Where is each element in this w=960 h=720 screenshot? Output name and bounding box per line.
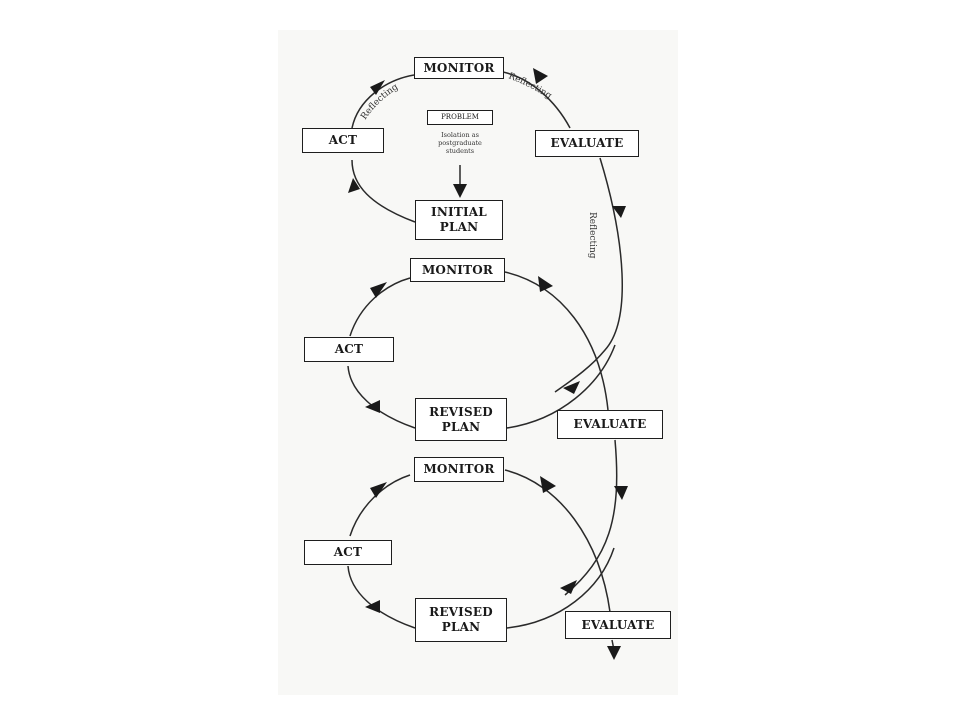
- arc-plan3-return: [506, 547, 615, 629]
- evaluate-box-2: EVALUATE: [557, 410, 663, 439]
- evaluate-box-1: EVALUATE: [535, 130, 639, 157]
- arrowhead: [533, 68, 548, 84]
- arrowhead: [365, 600, 380, 613]
- arrowhead: [607, 646, 621, 660]
- arrowhead: [370, 482, 387, 498]
- plan-line: INITIAL: [431, 205, 487, 219]
- arc-evaluate1-to-plan2: [554, 157, 623, 393]
- act-box-3: ACT: [304, 540, 392, 565]
- plan-line: REVISED: [429, 404, 493, 419]
- revised-plan-box-2: REVISED PLAN: [415, 398, 507, 441]
- plan-line: PLAN: [441, 620, 481, 634]
- plan-line: PLAN: [441, 419, 481, 434]
- arc-evaluate2-to-plan3: [564, 439, 618, 596]
- reflecting-label-between: Reflecting: [587, 212, 597, 259]
- arrowhead: [614, 486, 628, 500]
- arc-act2-to-monitor2: [349, 277, 411, 337]
- arrowhead: [538, 276, 553, 292]
- arrowhead: [370, 282, 387, 298]
- arrowhead: [540, 476, 556, 493]
- arrowhead: [348, 178, 360, 193]
- arc-monitor1-to-evaluate1: [502, 71, 571, 129]
- arrowhead: [370, 80, 385, 95]
- act-box-1: ACT: [302, 128, 384, 153]
- arc-monitor2-to-evaluate2: [504, 271, 609, 411]
- arc-act3-to-monitor3: [349, 474, 411, 537]
- problem-note-line: students: [445, 147, 475, 155]
- arc-monitor3-to-evaluate3: [504, 469, 611, 613]
- problem-note-line: Isolation as: [441, 131, 479, 139]
- arrowhead: [612, 206, 626, 218]
- arc-plan2-return: [506, 344, 616, 429]
- arc-plan3-to-act3: [347, 565, 416, 629]
- arc-plan2-to-act2: [347, 365, 416, 429]
- problem-note-line: postgraduate: [438, 139, 482, 147]
- arrowhead: [365, 400, 380, 413]
- arrowhead: [560, 580, 577, 594]
- arc-act1-to-monitor1: [351, 74, 415, 129]
- arc-plan1-to-act1: [351, 159, 416, 223]
- arrowhead: [563, 381, 580, 394]
- initial-plan-box: INITIAL PLAN: [415, 200, 503, 240]
- evaluate-box-3: EVALUATE: [565, 611, 671, 639]
- monitor-box-2: MONITOR: [410, 258, 505, 282]
- monitor-box-3: MONITOR: [414, 457, 504, 482]
- arrowhead: [453, 184, 467, 198]
- monitor-box-1: MONITOR: [414, 57, 504, 79]
- problem-note: Isolation as postgraduate students: [425, 131, 495, 155]
- revised-plan-box-3: REVISED PLAN: [415, 598, 507, 642]
- act-box-2: ACT: [304, 337, 394, 362]
- plan-line: REVISED: [429, 605, 493, 619]
- problem-box: PROBLEM: [427, 110, 493, 125]
- plan-line: PLAN: [439, 220, 479, 234]
